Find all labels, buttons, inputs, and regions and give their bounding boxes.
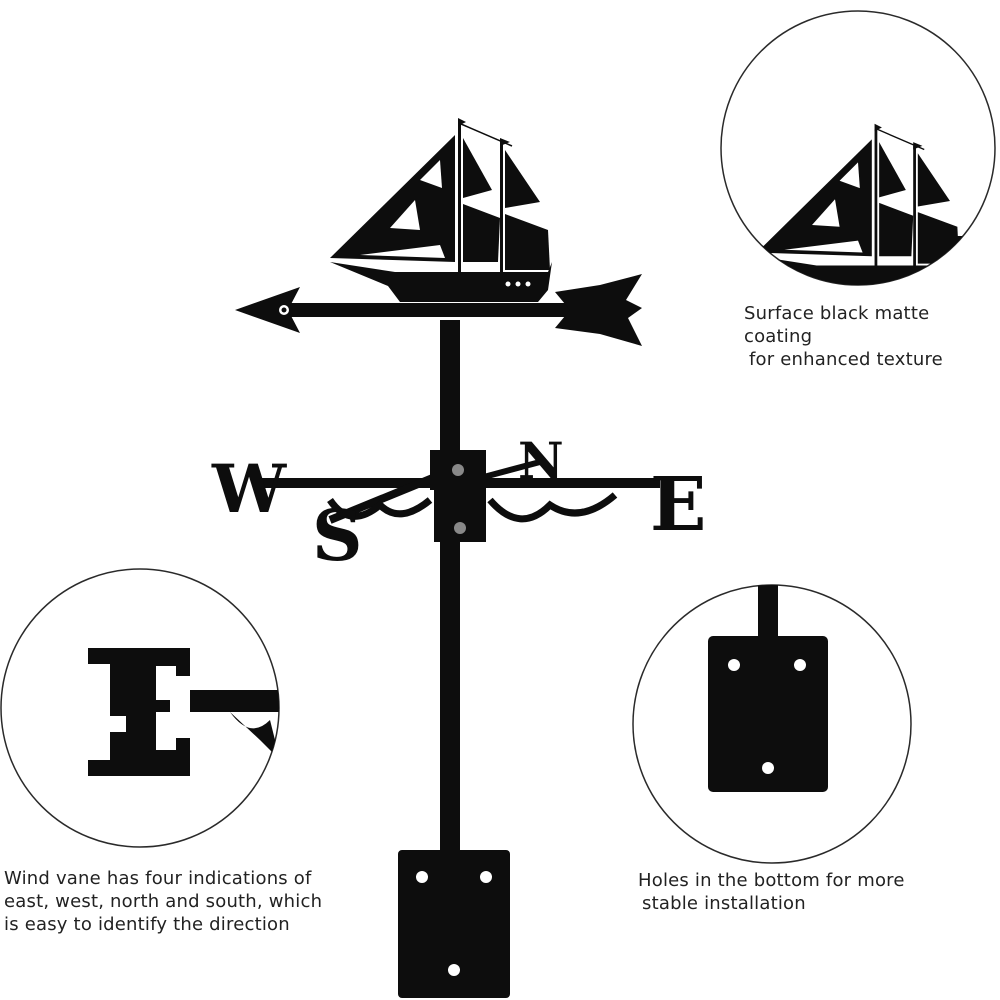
caption-direction-line: Wind vane has four indications of	[4, 868, 312, 889]
compass-east-letter: E	[650, 462, 706, 548]
caption-direction-line: is easy to identify the direction	[4, 914, 290, 935]
caption-direction: Wind vane has four indications of east, …	[4, 867, 334, 936]
caption-holes-line: Holes in the bottom for more	[638, 870, 905, 891]
compass-west-letter: W	[211, 450, 287, 528]
caption-coating-line: Surface black matte coating	[744, 303, 930, 347]
detail-circle-base-plate	[632, 584, 912, 864]
compass-north-letter: N	[518, 431, 564, 490]
caption-direction-line: east, west, north and south, which	[4, 891, 323, 912]
caption-coating-line: for enhanced texture	[749, 349, 943, 370]
compass-south-letter: S	[312, 494, 363, 577]
weather-vane: W E N S	[211, 117, 706, 998]
detail-circle-ship	[720, 10, 996, 286]
detail-circle-east-letter	[0, 568, 280, 848]
caption-holes: Holes in the bottom for more stable inst…	[638, 869, 938, 915]
caption-holes-line: stable installation	[642, 893, 806, 914]
caption-coating: Surface black matte coating for enhanced…	[744, 302, 1000, 371]
